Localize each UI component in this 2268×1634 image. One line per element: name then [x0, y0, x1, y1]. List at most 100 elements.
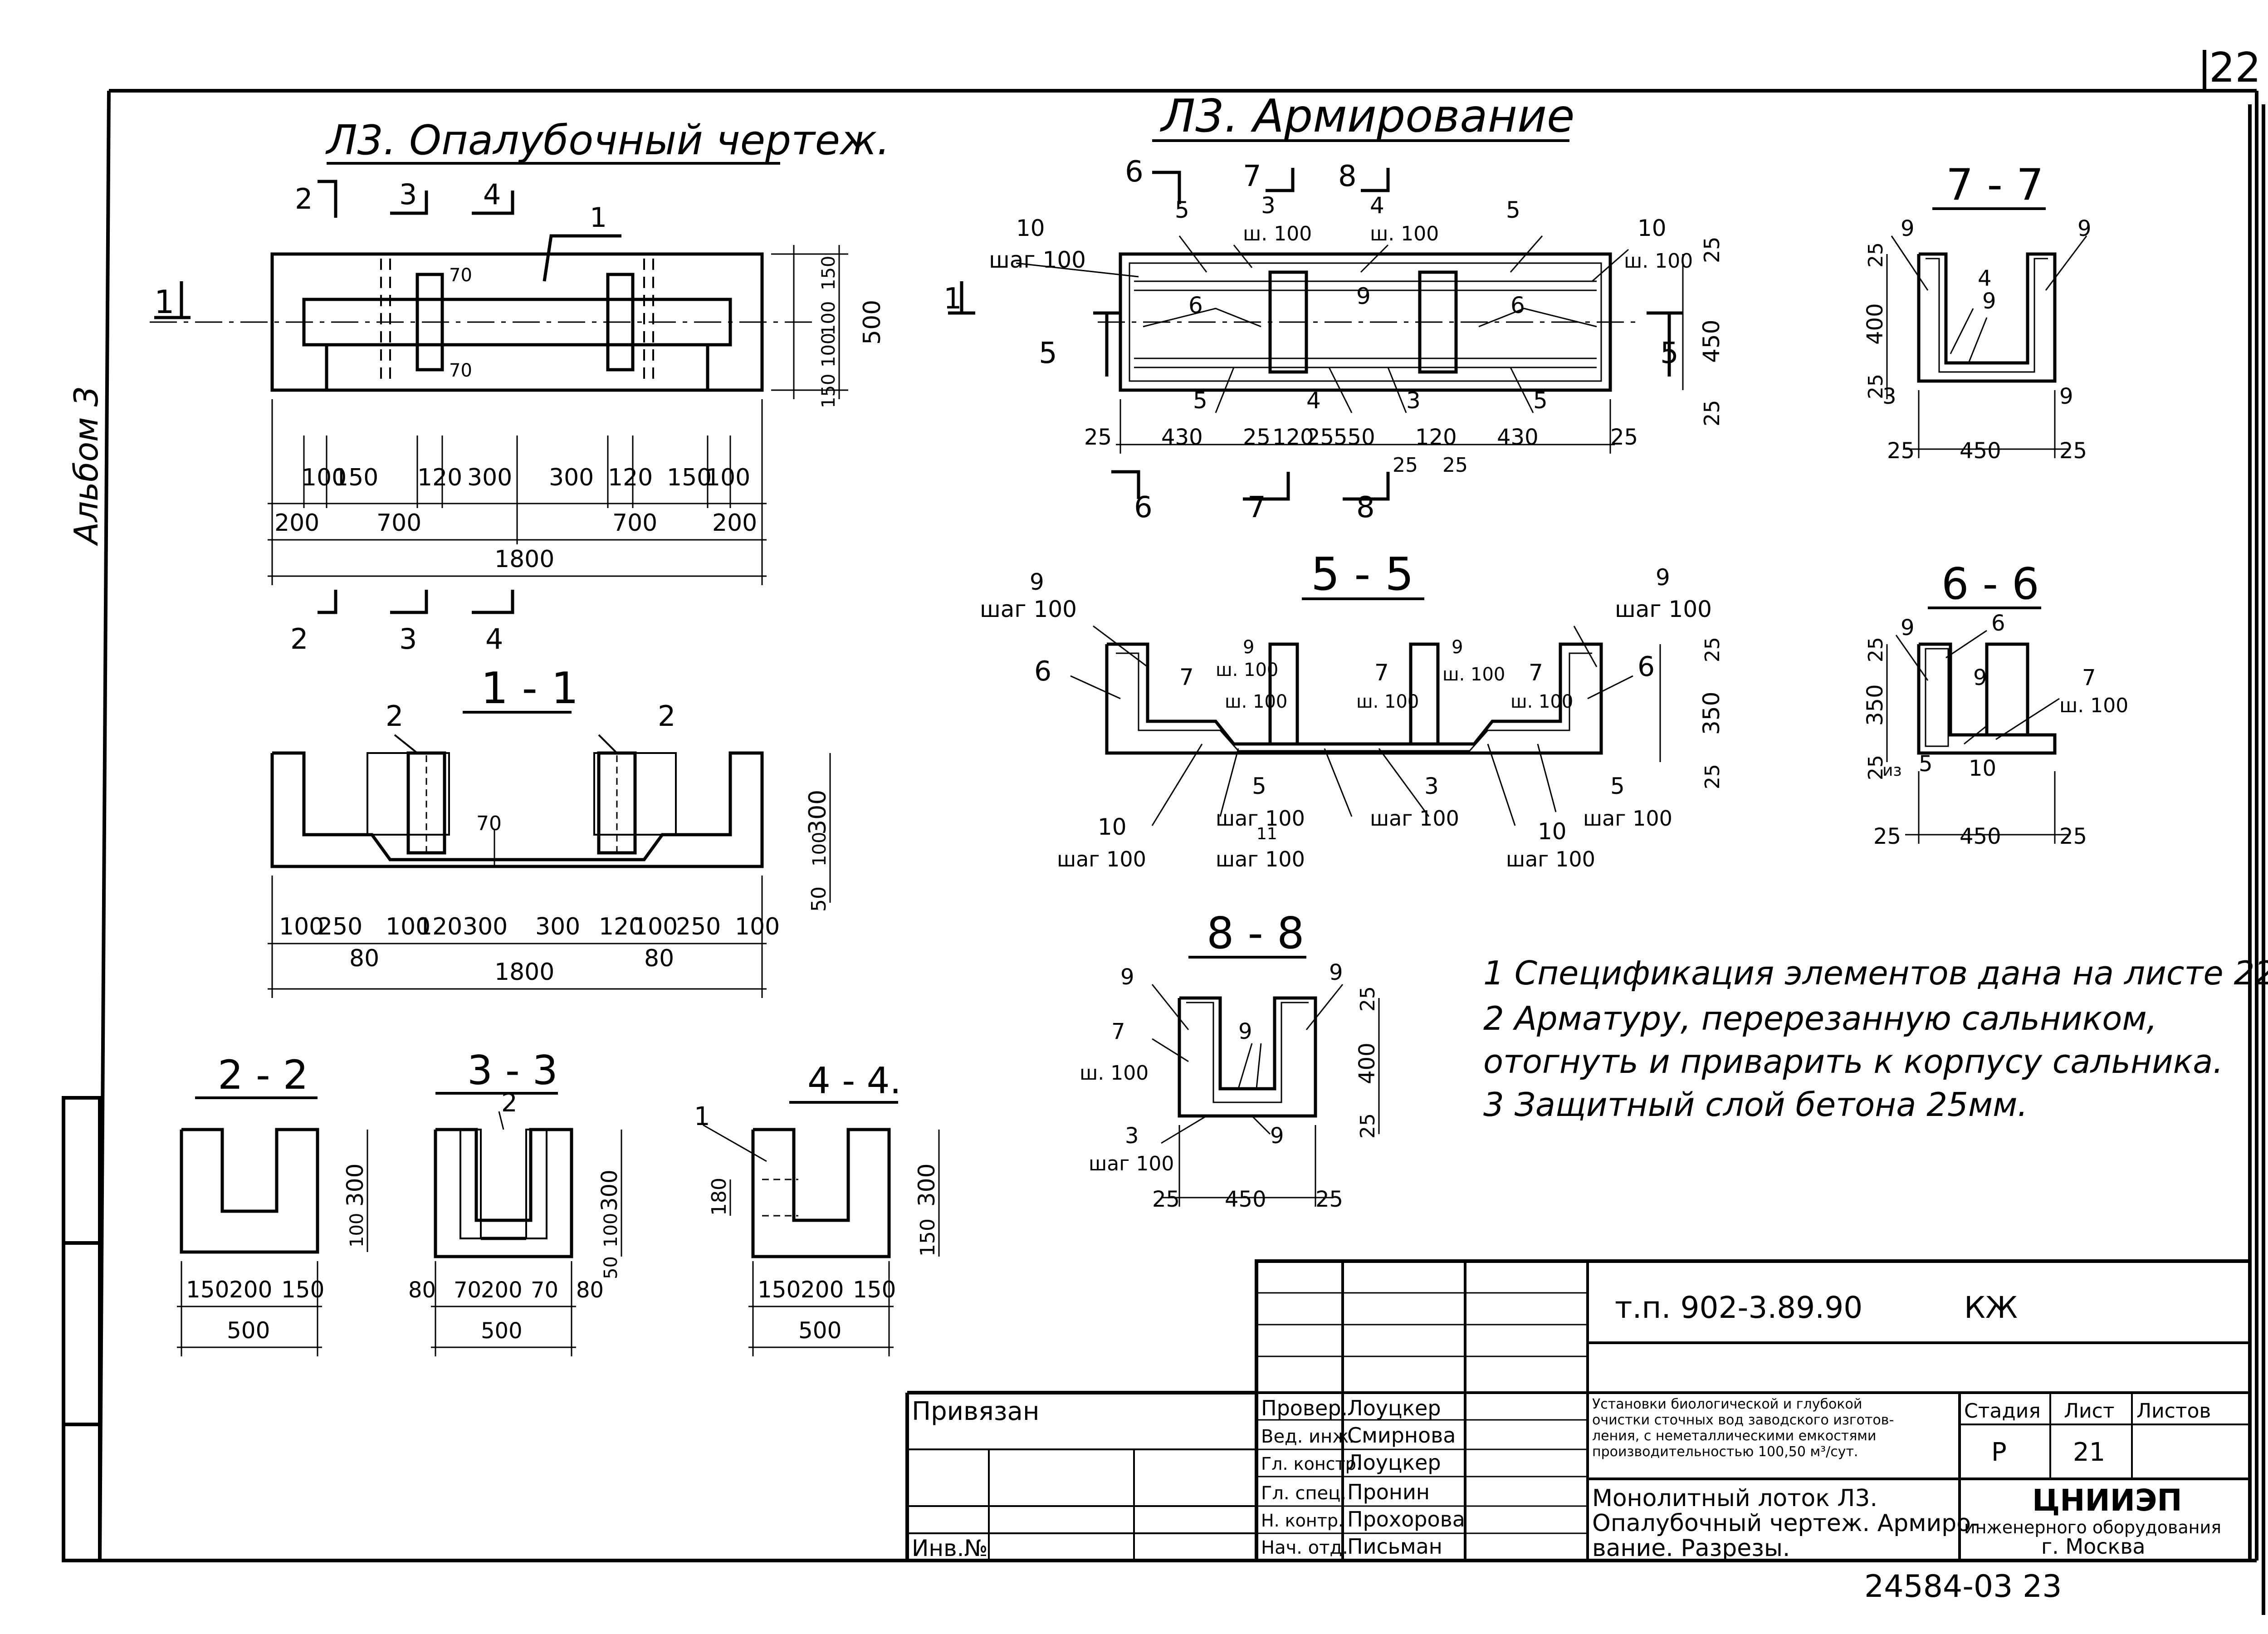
svg-text:шаг 100: шаг 100	[1615, 596, 1712, 622]
svg-text:7: 7	[1111, 1019, 1125, 1044]
svg-text:Лоуцкер: Лоуцкер	[1347, 1396, 1441, 1420]
svg-text:инженерного оборудования: инженерного оборудования	[1964, 1517, 2221, 1537]
svg-text:шаг 100: шаг 100	[980, 596, 1077, 622]
svg-text:Вед. инж.: Вед. инж.	[1261, 1426, 1354, 1447]
svg-text:шаг 100: шаг 100	[1057, 847, 1146, 871]
svg-text:25: 25	[1243, 425, 1271, 450]
section-6-6-labels: 9 6 9 7 ш. 100 из 5 10 25 350 25 25 450 …	[1862, 611, 2128, 849]
svg-text:5: 5	[1193, 387, 1207, 414]
svg-text:25: 25	[1306, 425, 1334, 450]
svg-text:3: 3	[1882, 384, 1897, 409]
svg-text:Провер.: Провер.	[1261, 1396, 1348, 1420]
svg-text:шаг 100: шаг 100	[1089, 1152, 1174, 1175]
section-4-4	[703, 1124, 940, 1356]
section-8-8-labels: 9 9 7 ш. 100 9 3 шаг 100 9 25 400 25 25 …	[1080, 960, 1380, 1212]
svg-text:9: 9	[1030, 569, 1044, 595]
svg-text:180: 180	[708, 1178, 731, 1216]
svg-text:4: 4	[485, 622, 503, 656]
svg-text:200: 200	[229, 1277, 272, 1303]
svg-text:Лист: Лист	[2064, 1399, 2115, 1423]
section-3-3-dims: 2 80 70 200 70 80 500 300 100 50	[408, 1088, 622, 1344]
svg-text:250: 250	[318, 913, 362, 940]
svg-text:100: 100	[633, 913, 678, 940]
svg-text:Листов: Листов	[2136, 1399, 2211, 1423]
svg-text:25: 25	[1442, 454, 1468, 477]
svg-text:120: 120	[1272, 425, 1314, 450]
svg-text:7: 7	[2082, 665, 2096, 690]
svg-text:300: 300	[914, 1164, 940, 1207]
svg-text:80: 80	[576, 1277, 604, 1303]
svg-text:25: 25	[1701, 637, 1724, 662]
svg-text:ш. 100: ш. 100	[1442, 664, 1505, 685]
svg-text:100: 100	[818, 301, 839, 336]
svg-text:9: 9	[1238, 1019, 1252, 1044]
svg-text:100: 100	[809, 832, 830, 866]
svg-text:500: 500	[798, 1317, 841, 1344]
svg-text:200: 200	[712, 509, 757, 537]
section-4-4-title: 4 - 4.	[807, 1060, 901, 1102]
svg-text:Опалубочный чертеж. Армиро-: Опалубочный чертеж. Армиро-	[1592, 1510, 1980, 1537]
svg-text:450: 450	[1225, 1187, 1266, 1212]
svg-text:25: 25	[1610, 425, 1638, 450]
svg-text:300: 300	[535, 913, 580, 940]
svg-text:80: 80	[349, 945, 379, 972]
section-7-7-title: 7 - 7	[1946, 160, 2044, 210]
svg-text:10: 10	[1016, 215, 1045, 241]
svg-text:1: 1	[590, 202, 607, 234]
svg-text:8: 8	[1338, 160, 1357, 193]
svg-text:700: 700	[376, 509, 421, 537]
svg-text:300: 300	[467, 464, 512, 491]
drawing-mark: КЖ	[1964, 1290, 2018, 1325]
section-1-1	[268, 734, 831, 998]
svg-text:450: 450	[1698, 320, 1725, 363]
svg-text:25: 25	[1084, 425, 1112, 450]
svg-text:120: 120	[417, 464, 462, 491]
svg-text:10: 10	[1538, 818, 1567, 845]
section-2-2-dims: 150 200 150 500 300 100	[186, 1164, 368, 1344]
svg-text:ш. 100: ш. 100	[1216, 660, 1278, 680]
bottom-code: 24584-03 23	[1864, 1569, 2062, 1605]
svg-text:1: 1	[694, 1102, 710, 1131]
svg-text:550: 550	[1334, 425, 1375, 450]
svg-text:100: 100	[279, 913, 324, 940]
svg-text:120: 120	[417, 913, 462, 940]
svg-text:ш. 100: ш. 100	[2059, 694, 2128, 717]
section-3-3	[431, 1111, 622, 1356]
reinforcement-plan-labels: 6 7 8 10 шаг 100 5 3 ш. 100 4 ш. 100 5 1…	[943, 155, 1725, 524]
svg-text:70: 70	[449, 265, 472, 286]
note-3: 3 Защитный слой бетона 25мм.	[1483, 1086, 2028, 1124]
title-block	[905, 1259, 2252, 1562]
svg-text:6: 6	[1510, 292, 1525, 318]
svg-text:25: 25	[1393, 454, 1418, 477]
svg-text:350: 350	[1698, 692, 1725, 735]
section-6-6	[1886, 630, 2068, 844]
svg-text:100: 100	[601, 1213, 621, 1248]
svg-text:100: 100	[735, 913, 780, 940]
svg-text:700: 700	[612, 509, 657, 537]
svg-text:430: 430	[1497, 425, 1539, 450]
svg-text:400: 400	[1354, 1042, 1380, 1084]
note-2: 2 Арматуру, перерезанную сальником,	[1483, 999, 2157, 1037]
project-code: т.п. 902-3.89.90	[1615, 1290, 1862, 1325]
svg-text:9: 9	[1356, 283, 1371, 309]
svg-text:10: 10	[1969, 756, 1996, 781]
inv-label: Инв.№	[912, 1535, 987, 1561]
section-8-8	[1151, 984, 1380, 1207]
svg-text:100: 100	[705, 464, 750, 491]
svg-text:25: 25	[1873, 824, 1901, 849]
svg-text:ш. 100: ш. 100	[1370, 222, 1439, 245]
svg-text:8: 8	[1356, 491, 1375, 524]
svg-text:25: 25	[1864, 637, 1887, 662]
section-5-5	[1070, 625, 1661, 826]
svg-text:100: 100	[818, 333, 839, 367]
svg-text:Установки биологической и глуб: Установки биологической и глубокой	[1592, 1396, 1862, 1412]
svg-text:70: 70	[449, 360, 472, 381]
svg-text:Прохорова: Прохорова	[1347, 1507, 1465, 1531]
svg-text:производительностью 100,50 м³/: производительностью 100,50 м³/сут.	[1592, 1444, 1858, 1460]
svg-text:150: 150	[333, 464, 378, 491]
svg-text:9: 9	[1973, 665, 1987, 690]
svg-text:300: 300	[342, 1164, 368, 1207]
svg-text:6: 6	[1188, 292, 1203, 318]
svg-text:150: 150	[818, 256, 839, 290]
